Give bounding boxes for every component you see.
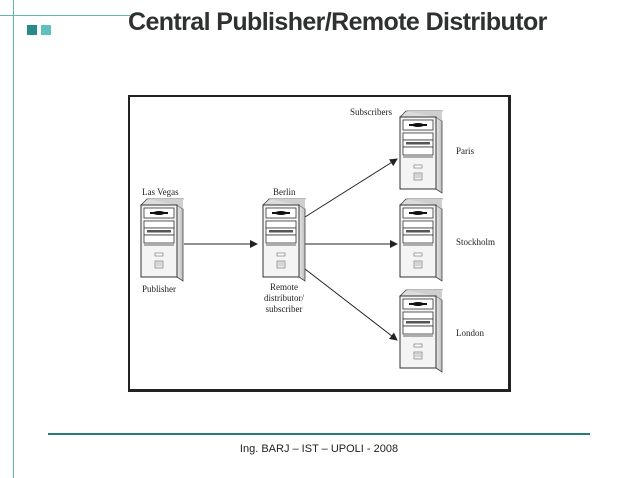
distributor-role-line2: distributor/ xyxy=(264,293,304,303)
decor-square-1 xyxy=(27,25,37,35)
arrow-distributor-to-paris xyxy=(304,158,398,218)
slide-footer: Ing. BARJ – IST – UPOLI - 2008 xyxy=(239,443,399,455)
subscriber-london-label: London xyxy=(456,328,484,338)
footer-divider xyxy=(48,433,590,435)
arrow-distributor-to-london xyxy=(304,268,398,341)
distributor-server-icon xyxy=(262,198,306,282)
distributor-role-line3: subscriber xyxy=(266,304,303,314)
subscriber-stockholm-label: Stockholm xyxy=(456,237,495,247)
paris-server-icon xyxy=(399,110,443,194)
subscribers-heading: Subscribers xyxy=(350,107,392,117)
publisher-server-icon xyxy=(140,198,184,282)
left-accent-line xyxy=(13,0,14,478)
publisher-location-label: Las Vegas xyxy=(142,187,179,197)
replication-diagram: Subscribers Las Vegas Publisher Berlin R… xyxy=(140,107,495,373)
publisher-role-label: Publisher xyxy=(142,284,176,294)
distributor-location-label: Berlin xyxy=(273,187,296,197)
decor-square-2 xyxy=(41,25,51,35)
top-accent-line xyxy=(0,15,130,16)
distributor-role-line1: Remote xyxy=(270,282,298,292)
subscriber-paris-label: Paris xyxy=(456,146,474,156)
stockholm-server-icon xyxy=(399,198,443,282)
slide-title: Central Publisher/Remote Distributor xyxy=(128,8,547,36)
london-server-icon xyxy=(399,289,443,373)
diagram-frame: Subscribers Las Vegas Publisher Berlin R… xyxy=(128,95,511,392)
